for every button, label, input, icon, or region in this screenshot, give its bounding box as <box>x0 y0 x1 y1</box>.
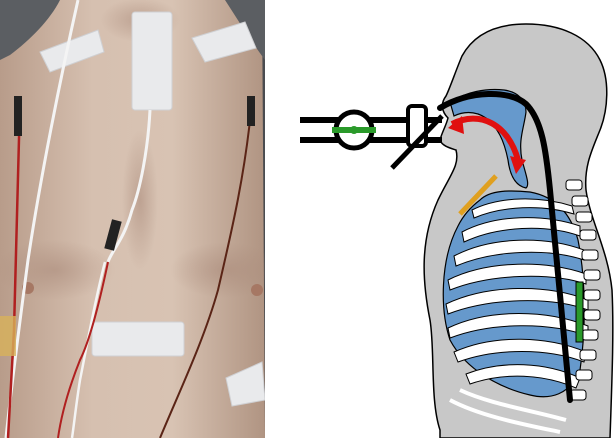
chest-photo-svg <box>0 0 265 438</box>
vertebra <box>580 350 596 360</box>
left-lead-clip <box>0 316 16 356</box>
electrode-pad-lower <box>92 322 184 356</box>
vertebra <box>576 212 592 222</box>
back-electrode <box>576 282 583 342</box>
anatomy-diagram-svg <box>290 0 614 438</box>
electrode-pad-sternum <box>132 12 172 110</box>
vertebra <box>584 270 600 280</box>
chest-photo <box>0 0 265 438</box>
right-nipple <box>251 284 263 296</box>
vertebra <box>584 290 600 300</box>
right-lead-connector <box>247 96 255 126</box>
vertebra <box>584 310 600 320</box>
vertebra <box>576 370 592 380</box>
vertebra <box>572 196 588 206</box>
vertebra <box>582 330 598 340</box>
valve-center <box>350 126 358 134</box>
vertebra <box>580 230 596 240</box>
anatomy-diagram <box>290 0 614 438</box>
sternum-shadow <box>122 130 158 270</box>
vertebra <box>566 180 582 190</box>
left-lead-connector <box>14 96 22 136</box>
vertebra <box>582 250 598 260</box>
